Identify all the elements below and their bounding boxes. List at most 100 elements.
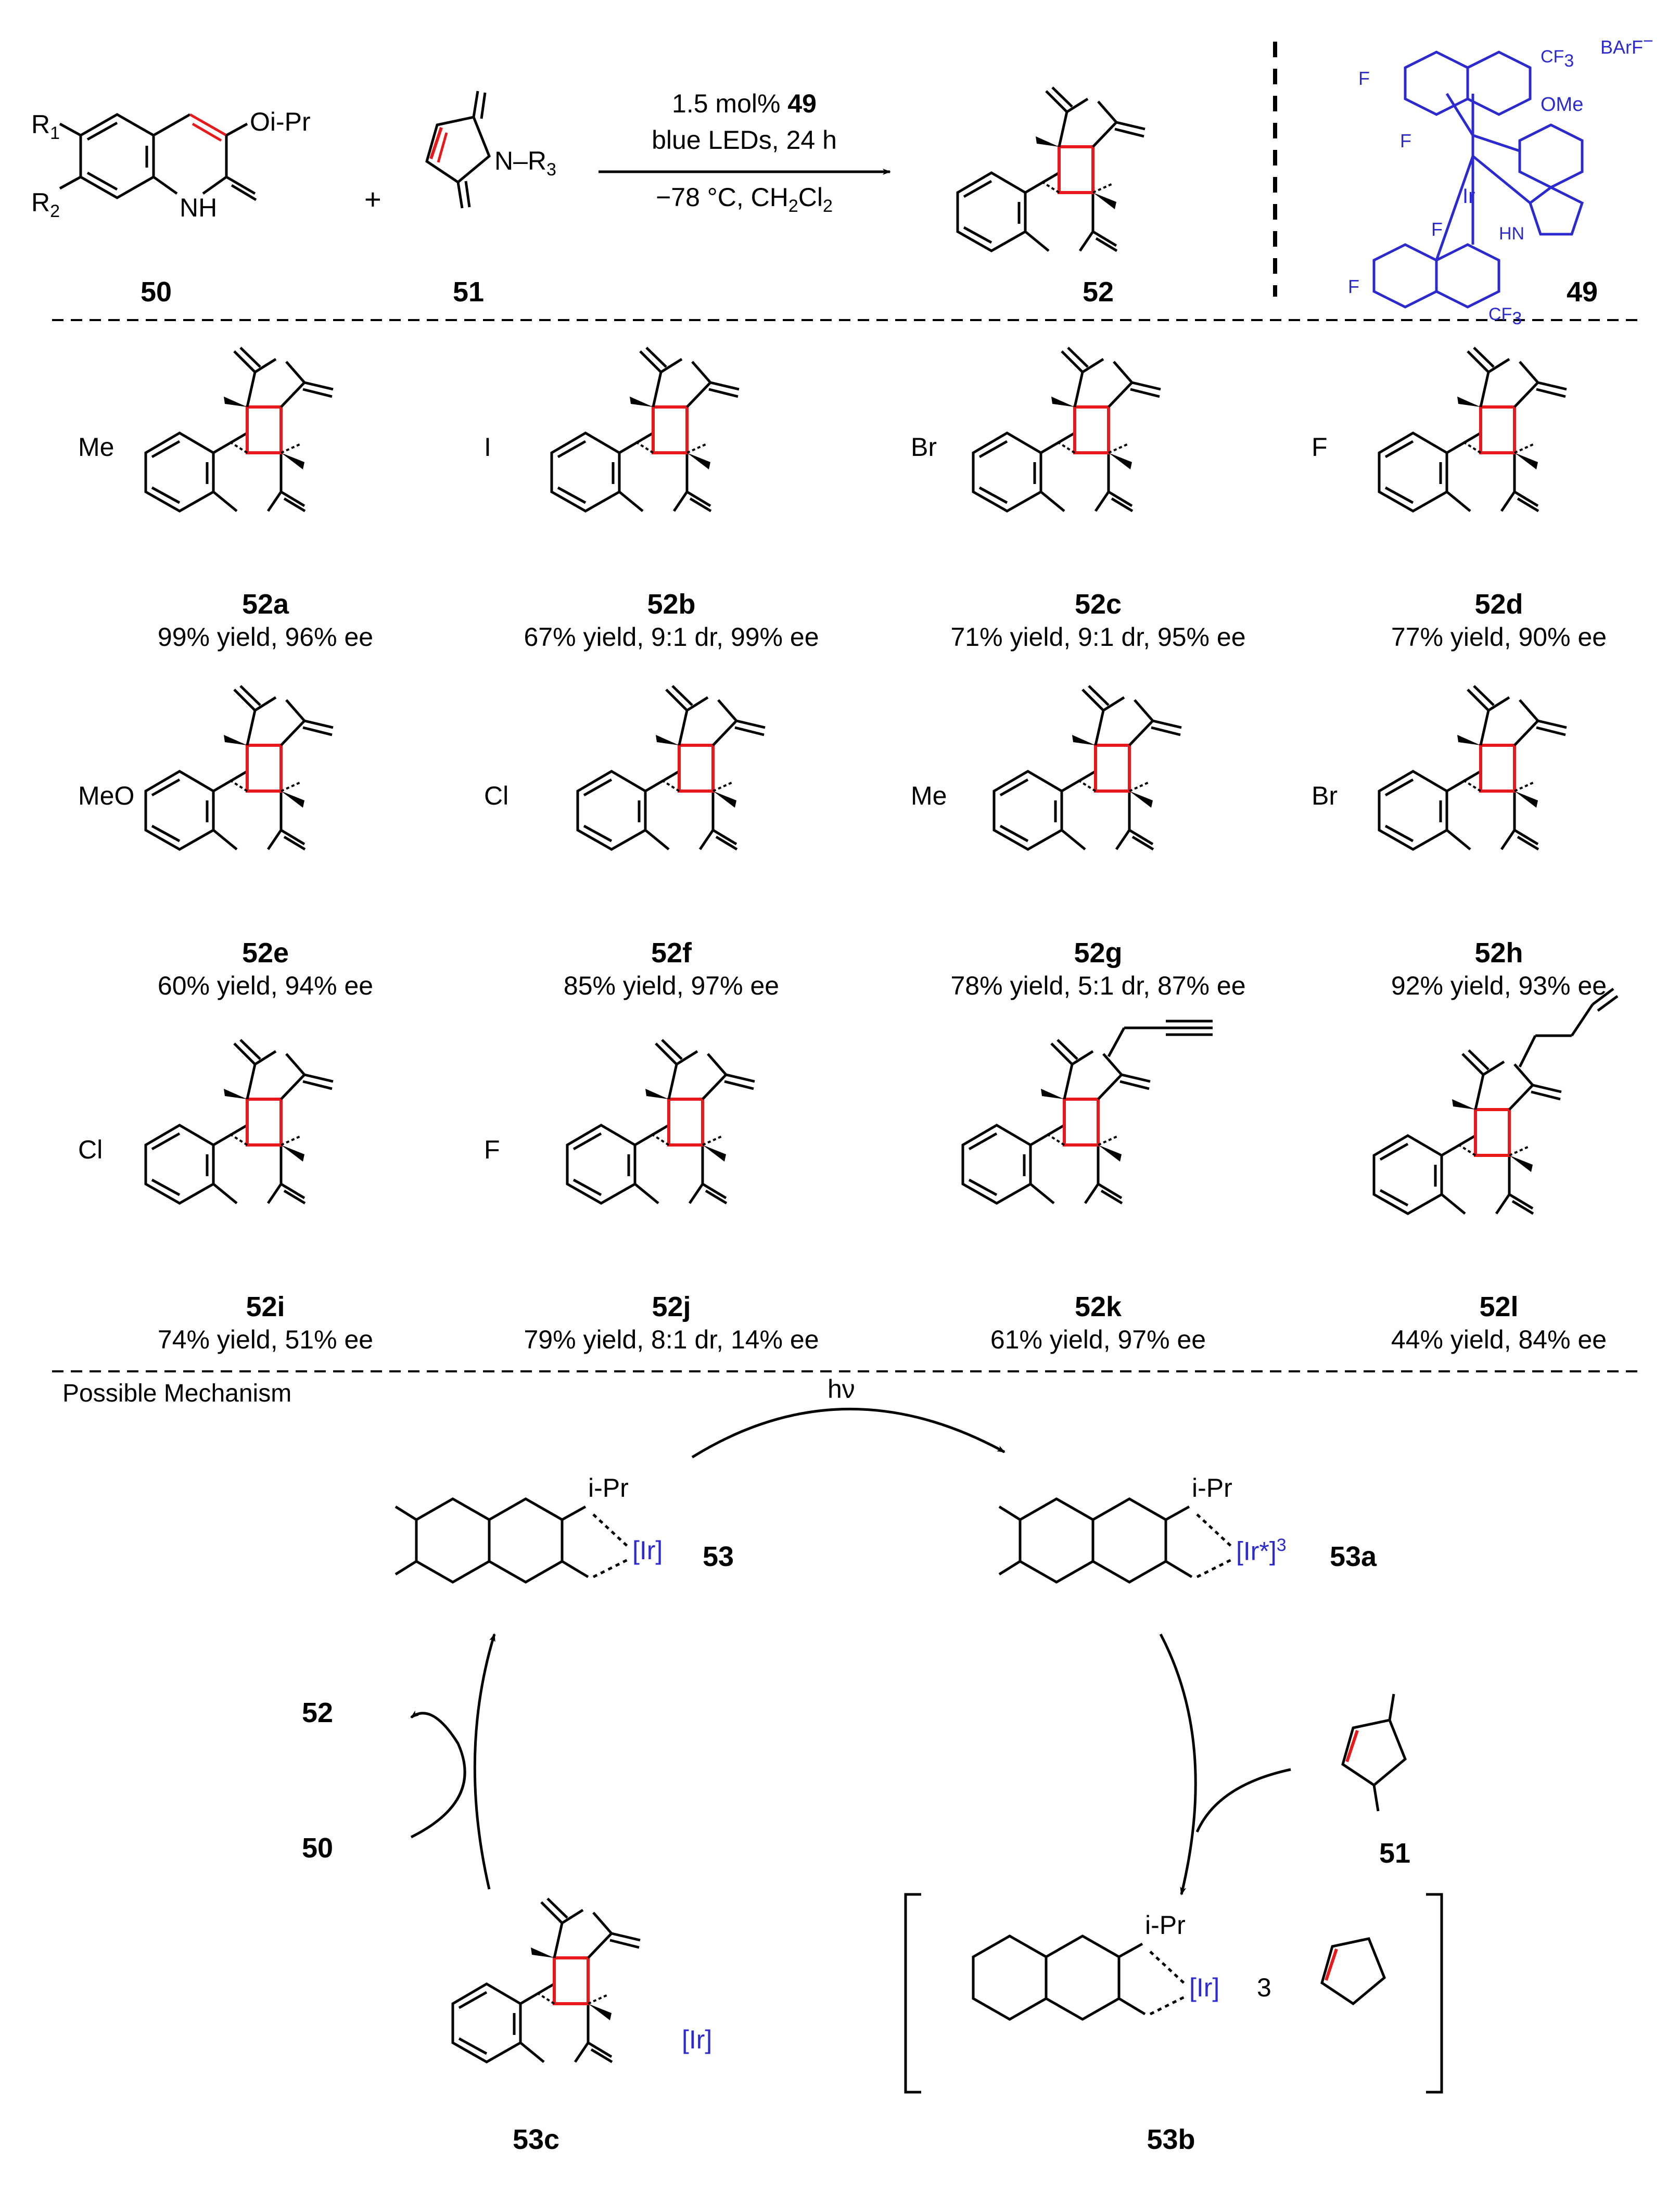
label-oipr-50: Oi-Pr bbox=[250, 107, 311, 136]
product-result-52f: 85% yield, 97% ee bbox=[563, 971, 780, 1000]
product-52h-structure bbox=[1379, 686, 1567, 849]
substituent-52e: MeO bbox=[78, 781, 135, 810]
conditions-line1: 1.5 mol% 49 bbox=[672, 89, 817, 118]
catalyst-f-2: F bbox=[1400, 130, 1411, 151]
ipr-label-53b: i-Pr bbox=[1145, 1911, 1186, 1940]
catalyst-f-1: F bbox=[1358, 68, 1370, 89]
catalyst-f-4: F bbox=[1348, 276, 1359, 297]
light-label: hν bbox=[828, 1374, 855, 1404]
intermediate-53c-structure bbox=[453, 1899, 640, 2062]
product-id-52f: 52f bbox=[651, 937, 692, 969]
compound-id-52: 52 bbox=[1082, 276, 1114, 308]
product-52a-structure bbox=[146, 348, 333, 511]
catalyst-cf3-top: CF3 bbox=[1541, 47, 1574, 71]
substituent-52b: I bbox=[484, 432, 491, 462]
mechanism-maleimide-51-structure bbox=[1341, 1694, 1407, 1812]
substituent-52a: Me bbox=[78, 432, 114, 462]
product-id-52e: 52e bbox=[241, 937, 289, 969]
product-result-52k: 61% yield, 97% ee bbox=[990, 1325, 1206, 1354]
product-id-52b: 52b bbox=[647, 589, 696, 620]
product-52b-structure bbox=[552, 348, 739, 511]
product-id-52h: 52h bbox=[1474, 937, 1523, 969]
arrow-53-to-53a bbox=[691, 1408, 1006, 1459]
compound-id-50: 50 bbox=[140, 276, 172, 308]
label-r2: R2 bbox=[31, 188, 60, 221]
label-nh-50: NH bbox=[180, 193, 218, 222]
intermediate-53a-structure bbox=[998, 1497, 1234, 1584]
catalyst-f-3: F bbox=[1431, 219, 1443, 240]
ipr-label-53a: i-Pr bbox=[1192, 1473, 1232, 1503]
product-id-52c: 52c bbox=[1074, 589, 1122, 620]
arrow-53c-to-53 bbox=[473, 1633, 496, 1890]
product-52f-structure bbox=[578, 686, 765, 849]
propargyl-group bbox=[1107, 1020, 1213, 1058]
product-52l-structure bbox=[1374, 1050, 1561, 1214]
product-result-52j: 79% yield, 8:1 dr, 14% ee bbox=[524, 1325, 819, 1354]
product-52e-structure bbox=[146, 686, 333, 849]
product-52k-structure bbox=[963, 1040, 1150, 1203]
product-id-52l: 52l bbox=[1479, 1291, 1519, 1322]
arrow-53a-to-53b bbox=[1159, 1633, 1197, 1895]
product-id-52i: 52i bbox=[246, 1291, 285, 1322]
substituent-52i: Cl bbox=[78, 1135, 103, 1164]
intermediate-id-53c: 53c bbox=[512, 2124, 560, 2155]
label-r3: N–R3 bbox=[494, 146, 556, 180]
catalyst-hn: HN bbox=[1499, 224, 1525, 244]
product-id-52a: 52a bbox=[241, 589, 289, 620]
product-52i-structure bbox=[146, 1040, 333, 1203]
conditions-line2: blue LEDs, 24 h bbox=[652, 125, 837, 155]
ipr-label-53: i-Pr bbox=[588, 1473, 629, 1503]
product-52g-structure bbox=[994, 686, 1181, 849]
intermediate-53-structure bbox=[394, 1497, 631, 1584]
catalyst-ome: OMe bbox=[1541, 94, 1584, 116]
triplet-prefix-53b: 3 bbox=[1257, 1973, 1271, 2002]
conditions-line3: −78 °C, CH2Cl2 bbox=[656, 183, 833, 216]
cycle-in-50: 50 bbox=[301, 1832, 334, 1864]
maleimide-51-structure bbox=[425, 91, 491, 209]
intermediate-53b-structure bbox=[904, 1893, 1443, 2094]
compound-id-51: 51 bbox=[452, 276, 485, 308]
substituent-52f: Cl bbox=[484, 781, 509, 810]
substituent-52d: F bbox=[1312, 432, 1328, 462]
product-id-52g: 52g bbox=[1074, 937, 1123, 969]
mechanism-id-51: 51 bbox=[1379, 1838, 1411, 1869]
product-result-52g: 78% yield, 5:1 dr, 87% ee bbox=[950, 971, 1246, 1000]
product-result-52c: 71% yield, 9:1 dr, 95% ee bbox=[950, 622, 1246, 652]
catalyst-cf3-bottom: CF3 bbox=[1488, 304, 1522, 328]
product-id-52k: 52k bbox=[1074, 1291, 1122, 1322]
product-result-52a: 99% yield, 96% ee bbox=[157, 622, 374, 652]
product-result-52i: 74% yield, 51% ee bbox=[157, 1325, 374, 1354]
intermediate-id-53b: 53b bbox=[1147, 2124, 1195, 2155]
substituent-52c: Br bbox=[911, 432, 937, 462]
product-result-52b: 67% yield, 9:1 dr, 99% ee bbox=[524, 622, 819, 652]
product-id-52j: 52j bbox=[652, 1291, 691, 1322]
product-result-52h: 92% yield, 93% ee bbox=[1391, 971, 1607, 1000]
ir-excited-label-53a: [Ir*]3 bbox=[1236, 1535, 1287, 1566]
plus-sign: + bbox=[364, 183, 381, 215]
intermediate-id-53a: 53a bbox=[1329, 1541, 1377, 1572]
product-id-52d: 52d bbox=[1474, 589, 1523, 620]
product-52c-structure bbox=[973, 348, 1161, 511]
product-52d-structure bbox=[1379, 348, 1567, 511]
product-52j-structure bbox=[567, 1040, 755, 1203]
substituent-52j: F bbox=[484, 1135, 500, 1164]
mechanism-title: Possible Mechanism bbox=[62, 1380, 292, 1407]
allyl-group bbox=[1518, 988, 1619, 1068]
catalyst-counterion: BArF− bbox=[1600, 31, 1653, 58]
ir-label-53: [Ir] bbox=[632, 1536, 663, 1565]
ir-label-53c: [Ir] bbox=[682, 2025, 712, 2054]
arrow-51-into-cycle bbox=[1195, 1768, 1291, 1833]
substituent-52h: Br bbox=[1312, 781, 1338, 810]
quinolone-50-structure bbox=[59, 113, 257, 201]
intermediate-id-53: 53 bbox=[702, 1541, 734, 1572]
label-r1: R1 bbox=[31, 110, 60, 143]
compound-id-49: 49 bbox=[1566, 276, 1598, 308]
cycle-out-52: 52 bbox=[301, 1697, 334, 1728]
catalyst-ir: Ir bbox=[1462, 185, 1475, 208]
product-result-52d: 77% yield, 90% ee bbox=[1391, 622, 1607, 652]
ir-label-53b: [Ir] bbox=[1189, 1973, 1220, 2002]
substituent-52g: Me bbox=[911, 781, 947, 810]
arrow-50-in-52-out bbox=[410, 1710, 466, 1839]
product-52-structure bbox=[958, 87, 1145, 251]
